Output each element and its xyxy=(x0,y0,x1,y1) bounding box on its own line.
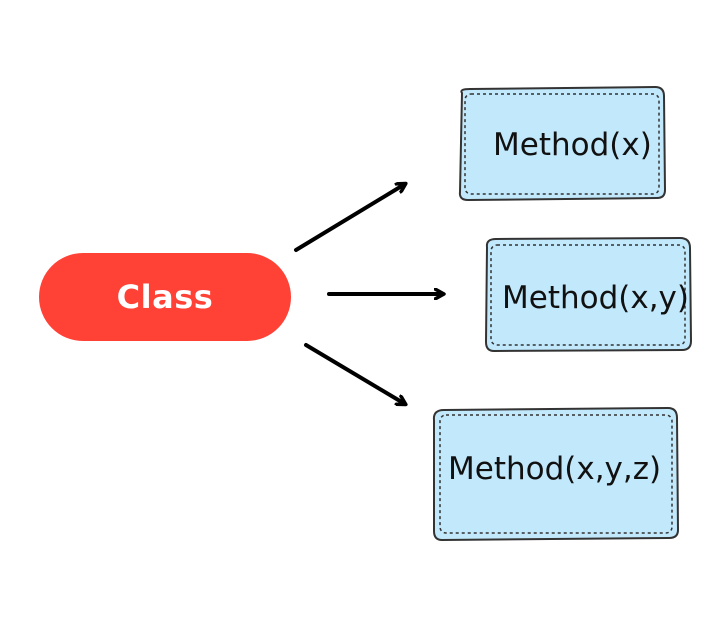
class-label: Class xyxy=(116,278,214,316)
arrow-to-method-3 xyxy=(304,343,405,404)
method-label-3: Method(x,y,z) xyxy=(448,451,662,487)
arrow-to-method-1 xyxy=(294,184,405,252)
method-box-3 xyxy=(432,406,680,542)
method-box-2 xyxy=(484,236,693,353)
method-box-1 xyxy=(458,85,667,202)
method-label-1: Method(x) xyxy=(493,127,652,163)
method-label-2: Method(x,y) xyxy=(502,280,689,316)
class-node: Class xyxy=(39,253,291,341)
